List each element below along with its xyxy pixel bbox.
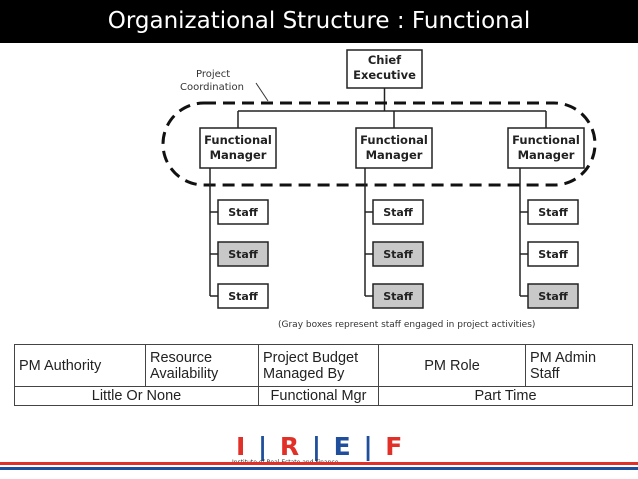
chief-label-line2: Executive (353, 68, 416, 82)
functional-manager-box (355, 127, 433, 169)
logo-letter: I (236, 432, 248, 461)
table-header-row: PM Authority Resource Availability Proje… (14, 344, 633, 387)
header-budget-managed-by: Project Budget Managed By (258, 344, 379, 387)
coordination-ellipse (161, 101, 597, 187)
value-authority-availability: Little Or None (14, 386, 259, 406)
manager-label-line1: Functional (204, 133, 272, 147)
staff-box (527, 199, 579, 225)
red-stripe (0, 462, 638, 465)
staff-label: Staff (383, 290, 413, 303)
functional-manager-box (507, 127, 585, 169)
coordination-pointer (255, 82, 269, 102)
staff-label: Staff (228, 206, 258, 219)
staff-box (527, 241, 579, 267)
staff-box-engaged (372, 283, 424, 309)
slide-title: Organizational Structure : Functional (107, 8, 531, 34)
blue-stripe (0, 467, 638, 470)
header-pm-role: PM Role (378, 344, 526, 387)
staff-label: Staff (228, 248, 258, 261)
iref-logo: I | R | E | F (236, 432, 405, 461)
manager-label-line2: Manager (210, 148, 267, 162)
table-value-row: Little Or None Functional Mgr Part Time (14, 386, 633, 406)
staff-box-engaged (527, 283, 579, 309)
manager-label-line1: Functional (360, 133, 428, 147)
manager-label-line2: Manager (518, 148, 575, 162)
staff-label: Staff (383, 206, 413, 219)
logo-letter: E (333, 432, 353, 461)
staff-label: Staff (228, 290, 258, 303)
staff-box-engaged (372, 241, 424, 267)
functional-manager-box (199, 127, 277, 169)
manager-label-line2: Manager (366, 148, 423, 162)
manager-label-line1: Functional (512, 133, 580, 147)
logo-letter: R (279, 432, 302, 461)
value-budget-managed-by: Functional Mgr (258, 386, 379, 406)
staff-box (217, 199, 269, 225)
staff-box (217, 283, 269, 309)
coordination-label-line2: Coordination (180, 82, 244, 93)
pm-info-table: PM Authority Resource Availability Proje… (14, 344, 633, 406)
header-resource-availability: Resource Availability (145, 344, 259, 387)
staff-label: Staff (538, 206, 568, 219)
header-pm-authority: PM Authority (14, 344, 146, 387)
title-bar (0, 0, 638, 43)
header-pm-admin-staff: PM Admin Staff (525, 344, 633, 387)
logo-letter: F (385, 432, 405, 461)
chief-executive-box (346, 49, 423, 89)
chief-label-line1: Chief (368, 53, 402, 67)
staff-label: Staff (538, 248, 568, 261)
staff-label: Staff (383, 248, 413, 261)
gray-box-note: (Gray boxes represent staff engaged in p… (278, 320, 535, 330)
coordination-label-line1: Project (196, 69, 230, 80)
staff-box (372, 199, 424, 225)
org-chart: Chief Executive Project Coordination Fun… (161, 49, 597, 330)
staff-box-engaged (217, 241, 269, 267)
staff-label: Staff (538, 290, 568, 303)
value-role-admin-staff: Part Time (378, 386, 633, 406)
